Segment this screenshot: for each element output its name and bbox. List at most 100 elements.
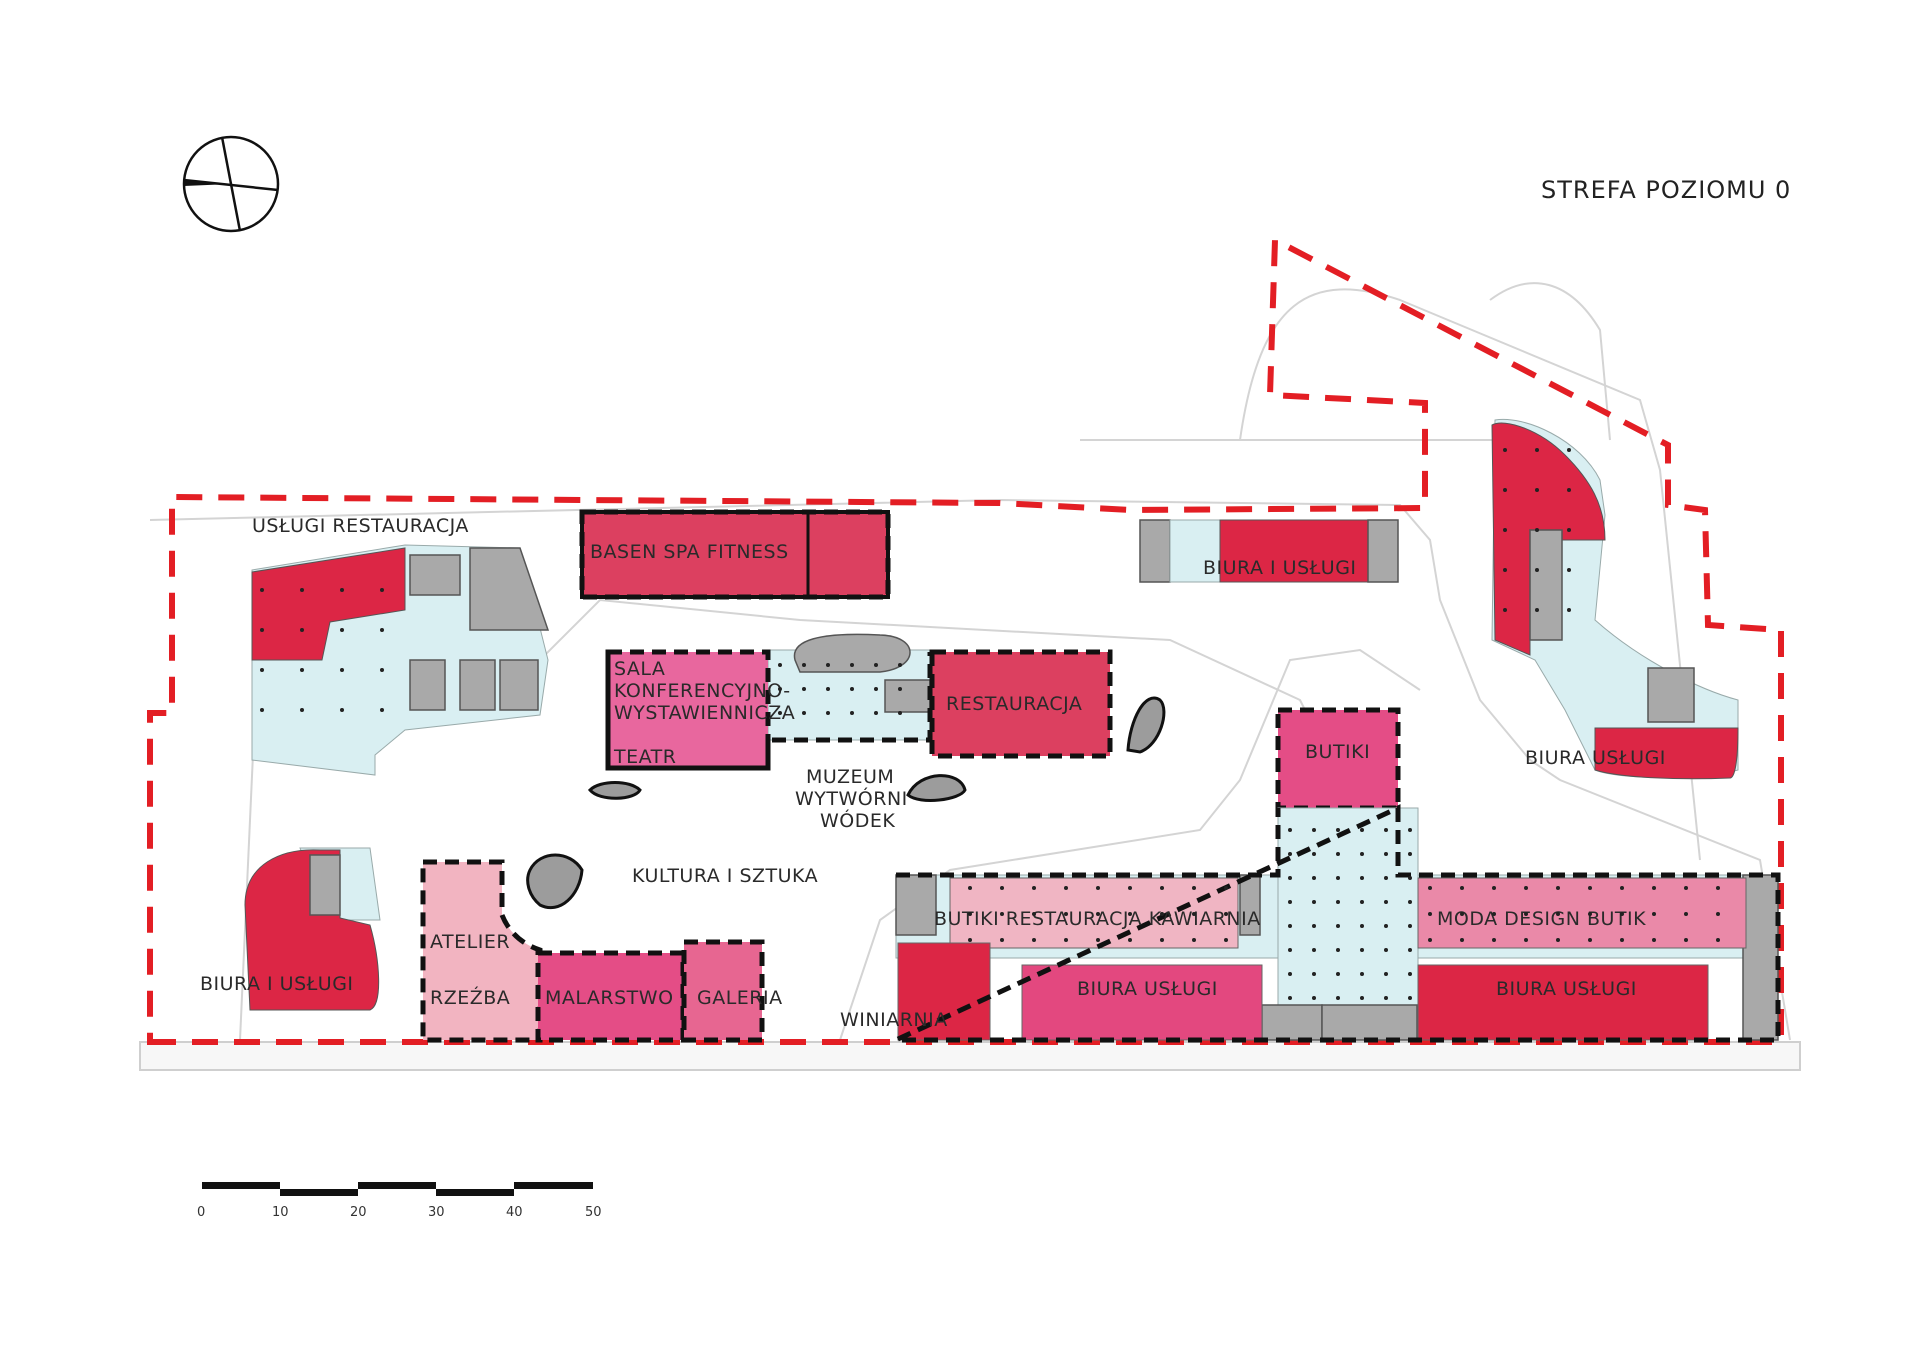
column-dot <box>1224 938 1228 942</box>
column-dot <box>778 663 782 667</box>
column-dot <box>1716 886 1720 890</box>
column-dot <box>1336 948 1340 952</box>
column-dot <box>1288 996 1292 1000</box>
label-biura-top: BIURA I USŁUGI <box>1203 557 1357 579</box>
column-dot <box>1064 886 1068 890</box>
column-dot <box>1556 912 1560 916</box>
column-dot <box>802 711 806 715</box>
building-biura-right: BIURA USŁUGI <box>1491 418 1739 780</box>
column-dot <box>1503 568 1507 572</box>
column-dot <box>1408 996 1412 1000</box>
page-title: STREFA POZIOMU 0 <box>1541 176 1791 204</box>
column-dot <box>968 938 972 942</box>
column-dot <box>1360 900 1364 904</box>
column-dot <box>1288 852 1292 856</box>
column-dot <box>1288 876 1292 880</box>
column-dot <box>1000 912 1004 916</box>
column-dot <box>1288 828 1292 832</box>
column-dot <box>968 886 972 890</box>
label-sala-3: WYSTAWIENNICZA <box>614 702 795 724</box>
column-dot <box>1408 948 1412 952</box>
column-dot <box>1224 912 1228 916</box>
label-restauracja: RESTAURACJA <box>946 693 1082 715</box>
column-dot <box>1128 886 1132 890</box>
column-dot <box>1535 608 1539 612</box>
column-dot <box>1408 900 1412 904</box>
column-dot <box>1652 938 1656 942</box>
label-biura-b1: BIURA USŁUGI <box>1077 978 1218 1000</box>
column-dot <box>1652 912 1656 916</box>
column-dot <box>1064 938 1068 942</box>
column-dot <box>1428 912 1432 916</box>
column-dot <box>1620 912 1624 916</box>
building-uslugi-restauracja: USŁUGI RESTAURACJA <box>251 515 550 776</box>
column-dot <box>1336 996 1340 1000</box>
column-dot <box>1588 938 1592 942</box>
sculptures <box>526 696 1166 909</box>
column-dot <box>1535 568 1539 572</box>
column-dot <box>1503 448 1507 452</box>
column-dot <box>1160 912 1164 916</box>
column-dot <box>826 663 830 667</box>
scale-tick-0: 0 <box>197 1205 205 1220</box>
column-dot <box>1312 900 1316 904</box>
label-muzeum-2: WYTWÓRNI <box>795 786 908 810</box>
column-dot <box>1000 938 1004 942</box>
label-uslugi-restauracja: USŁUGI RESTAURACJA <box>252 515 469 537</box>
column-grid <box>260 448 1720 1000</box>
column-dot <box>1524 886 1528 890</box>
column-dot <box>1567 488 1571 492</box>
label-biura-right: BIURA USŁUGI <box>1525 747 1666 769</box>
building-basen: BASEN SPA FITNESS <box>579 509 891 600</box>
column-dot <box>1684 886 1688 890</box>
column-dot <box>1460 912 1464 916</box>
label-galeria: GALERIA <box>697 987 783 1009</box>
column-dot <box>1336 924 1340 928</box>
column-dot <box>1288 948 1292 952</box>
column-dot <box>898 711 902 715</box>
column-dot <box>1360 948 1364 952</box>
column-dot <box>1535 488 1539 492</box>
column-dot <box>380 708 384 712</box>
column-dot <box>850 663 854 667</box>
scale-tick-10: 10 <box>272 1205 289 1220</box>
column-dot <box>1096 912 1100 916</box>
column-dot <box>1032 938 1036 942</box>
column-dot <box>850 711 854 715</box>
column-dot <box>1652 886 1656 890</box>
column-dot <box>1312 972 1316 976</box>
column-dot <box>1336 900 1340 904</box>
column-dot <box>1408 924 1412 928</box>
column-dot <box>1312 852 1316 856</box>
column-dot <box>380 628 384 632</box>
label-basen: BASEN SPA FITNESS <box>590 541 789 563</box>
column-dot <box>1360 852 1364 856</box>
column-dot <box>1312 828 1316 832</box>
column-dot <box>1524 938 1528 942</box>
label-biura-left: BIURA I USŁUGI <box>200 973 354 995</box>
building-biura-top: BIURA I USŁUGI <box>1139 519 1399 583</box>
scale-tick-40: 40 <box>506 1205 523 1220</box>
building-butiki: BUTIKI <box>1275 707 1401 811</box>
column-dot <box>1503 528 1507 532</box>
column-dot <box>802 663 806 667</box>
building-sala-teatr: SALA KONFERENCYJNO- WYSTAWIENNICZA TEATR… <box>605 633 1113 771</box>
column-dot <box>1492 912 1496 916</box>
column-dot <box>1684 912 1688 916</box>
label-biura-b2: BIURA USŁUGI <box>1496 978 1637 1000</box>
column-dot <box>1032 886 1036 890</box>
label-malarstwo: MALARSTWO <box>545 987 674 1009</box>
column-dot <box>1192 912 1196 916</box>
column-dot <box>1128 912 1132 916</box>
column-dot <box>874 711 878 715</box>
scale-tick-20: 20 <box>350 1205 367 1220</box>
column-dot <box>1408 852 1412 856</box>
column-dot <box>1336 828 1340 832</box>
column-dot <box>1428 886 1432 890</box>
column-dot <box>1360 972 1364 976</box>
column-dot <box>1460 886 1464 890</box>
column-dot <box>1384 924 1388 928</box>
label-butiki: BUTIKI <box>1305 741 1370 763</box>
column-dot <box>850 687 854 691</box>
column-dot <box>260 708 264 712</box>
